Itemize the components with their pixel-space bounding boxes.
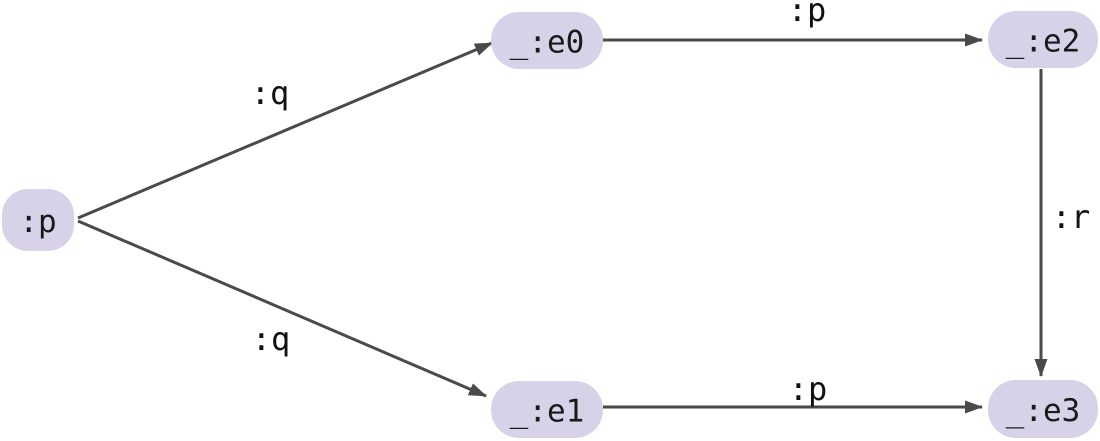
node-label-e2: _:e2 <box>1006 24 1081 60</box>
node-label-e1: _:e1 <box>510 394 585 430</box>
node-shape-p <box>2 189 74 251</box>
edge-p-e1: :q <box>77 219 487 398</box>
node-label-p: :p <box>19 204 56 240</box>
node-label-e3: _:e3 <box>1006 393 1081 429</box>
edge-line-p-e0 <box>77 41 493 220</box>
edge-label-e1-e3: :p <box>789 370 828 408</box>
edge-label-p-e1: :q <box>252 320 291 358</box>
node-p: :p <box>2 189 74 251</box>
edge-label-p-e0: :q <box>251 74 290 112</box>
edge-e0-e2: :p <box>603 0 983 47</box>
node-shape-e1 <box>491 381 603 438</box>
edge-e2-e3: :r <box>1034 69 1091 377</box>
node-e3: _:e3 <box>988 380 1098 438</box>
edge-e1-e3: :p <box>603 370 983 414</box>
node-e1: _:e1 <box>491 381 603 438</box>
edge-label-e2-e3: :r <box>1052 198 1091 236</box>
node-shape-e0 <box>491 12 603 69</box>
node-e2: _:e2 <box>988 11 1098 68</box>
edge-p-e0: :q <box>77 41 493 220</box>
edge-line-p-e1 <box>77 219 487 398</box>
node-e0: _:e0 <box>491 12 603 69</box>
node-label-e0: _:e0 <box>510 25 585 61</box>
node-shape-e2 <box>988 11 1098 68</box>
edge-label-e0-e2: :p <box>788 0 827 29</box>
node-shape-e3 <box>988 380 1098 438</box>
